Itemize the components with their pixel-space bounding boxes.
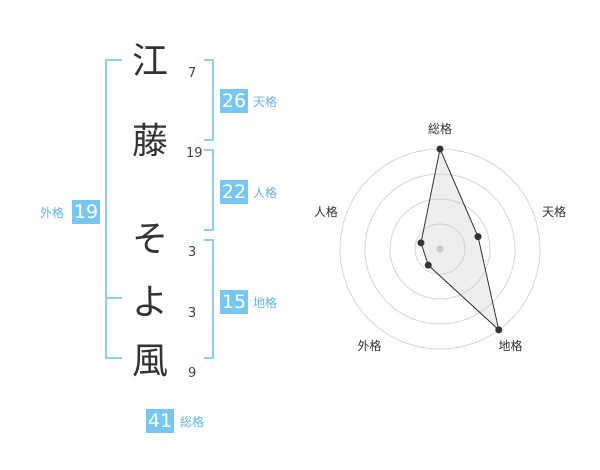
radar-point-2 xyxy=(474,233,482,241)
stroke-count-2: 19 xyxy=(186,146,203,161)
soukaku-value: 41 xyxy=(146,409,174,433)
jinkaku-label: 人格 xyxy=(253,186,278,200)
radar-point-1 xyxy=(436,145,444,153)
stroke-count-4: 3 xyxy=(188,306,197,321)
stroke-count-1: 7 xyxy=(188,66,197,81)
tenkaku-value: 26 xyxy=(220,89,248,113)
radar-axis-label-5: 人格 xyxy=(314,204,338,219)
name-char-1: 江 xyxy=(131,41,168,82)
chikaku-label: 地格 xyxy=(253,296,278,310)
radar-axis-label-2: 天格 xyxy=(542,204,566,219)
tenkaku-label: 天格 xyxy=(253,95,278,109)
radar-axis-label-3: 地格 xyxy=(499,338,523,353)
radar-axis-label-1: 総格 xyxy=(428,121,452,136)
stroke-count-5: 9 xyxy=(188,366,197,381)
radar-point-3 xyxy=(495,326,503,334)
radar-grid-ring xyxy=(414,223,466,275)
radar-point-5 xyxy=(417,239,425,247)
name-char-4: よ xyxy=(131,282,168,323)
radar-grid-ring xyxy=(364,173,516,325)
stroke-count-3: 3 xyxy=(188,245,197,260)
radar-axis-label-4: 外格 xyxy=(357,338,381,353)
radar-center xyxy=(436,245,444,253)
name-char-3: そ xyxy=(131,219,168,260)
name-char-2: 藤 xyxy=(131,121,168,162)
radar-grid-ring xyxy=(389,198,491,300)
gaikaku-label: 外格 xyxy=(40,206,65,220)
soukaku-label: 総格 xyxy=(180,415,205,429)
name-char-5: 風 xyxy=(131,341,168,382)
jinkaku-value: 22 xyxy=(220,180,248,204)
radar-series-polygon xyxy=(420,147,500,332)
chikaku-value: 15 xyxy=(220,290,248,314)
gaikaku-value: 19 xyxy=(72,200,100,224)
radar-point-4 xyxy=(424,261,432,269)
